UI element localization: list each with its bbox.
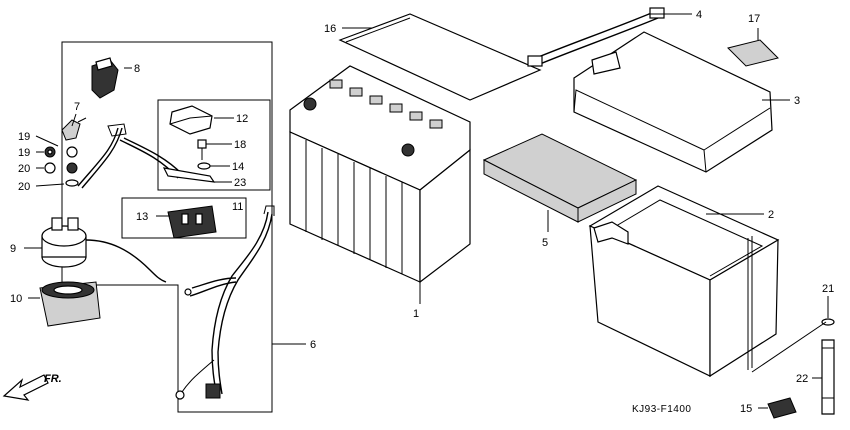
callout-21: 21 [822, 283, 834, 295]
callout-10: 10 [10, 293, 22, 305]
battery-cells [305, 140, 403, 274]
tube-part-22 [821, 339, 835, 415]
battery-sheet-part-16 [338, 13, 542, 101]
callout-14: 14 [232, 161, 244, 173]
battery-caps [329, 79, 443, 129]
front-arrow-icon [2, 374, 49, 401]
terminal-left [303, 97, 317, 111]
callouts: 1 2 3 4 5 6 7 8 9 10 11 12 13 14 15 16 1… [10, 9, 834, 415]
clip-part-21 [821, 318, 835, 326]
callout-16: 16 [324, 23, 336, 35]
callout-18: 18 [234, 139, 246, 151]
callout-15: 15 [740, 403, 752, 415]
battery-part-1 [289, 65, 471, 284]
callout-8: 8 [134, 63, 140, 75]
starter-relay-part-9 [41, 217, 167, 283]
diagram-code: KJ93-F1400 [632, 404, 691, 415]
callout-22: 22 [796, 373, 808, 385]
drain-line [751, 321, 827, 373]
battery-band-part-4 [527, 7, 665, 67]
callout-19-top: 19 [18, 131, 30, 143]
callout-12: 12 [236, 113, 248, 125]
callout-4: 4 [696, 9, 702, 21]
callout-1: 1 [413, 308, 419, 320]
callout-9: 9 [10, 243, 16, 255]
terminal-cover-part-8 [91, 57, 119, 99]
relay-rubber-part-10 [39, 281, 101, 327]
callout-7: 7 [74, 101, 80, 113]
callout-17: 17 [748, 13, 760, 25]
battery-cover-part-3 [573, 31, 773, 173]
group-bracket-6 [61, 41, 273, 413]
foam-pad-part-5 [482, 133, 638, 223]
plate-part-23 [162, 167, 216, 183]
terminal-right [401, 143, 415, 157]
battery-case-part-2 [588, 185, 780, 378]
relay-cover-part-12 [169, 105, 213, 135]
sticker-part-17 [727, 39, 779, 67]
callout-2: 2 [768, 209, 774, 221]
callout-19-bottom: 19 [18, 147, 30, 159]
direction-label: FR. [44, 373, 62, 385]
callout-3: 3 [794, 95, 800, 107]
leader-lines [24, 13, 829, 409]
wire-harness-part-6 [175, 205, 275, 400]
callout-20-bottom: 20 [18, 181, 30, 193]
fuse-holder-part-13 [167, 205, 217, 239]
clamp-part-15 [767, 397, 797, 419]
callout-5: 5 [542, 237, 548, 249]
nut-washer-set [44, 146, 79, 187]
callout-20-top: 20 [18, 163, 30, 175]
group-bracket-13 [121, 197, 247, 239]
callout-6: 6 [310, 339, 316, 351]
callout-13: 13 [136, 211, 148, 223]
bolt-part-18 [197, 139, 207, 160]
callout-11: 11 [232, 201, 243, 213]
terminal-boot-part-7 [61, 117, 87, 141]
ground-cable [77, 123, 183, 189]
callout-23: 23 [234, 177, 246, 189]
washer-part-14 [197, 162, 211, 170]
